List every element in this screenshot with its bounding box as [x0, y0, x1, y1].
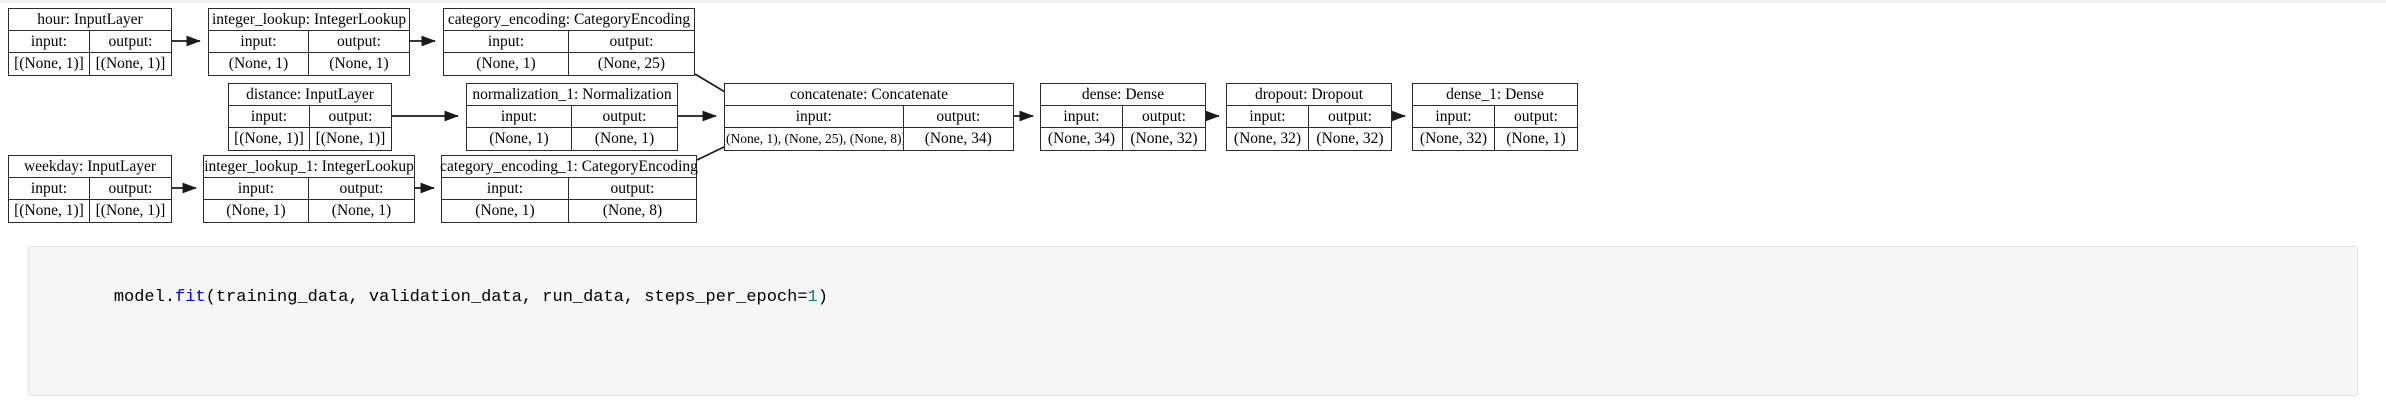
node-distance[interactable]: distance: InputLayer input: output: [(No…	[228, 83, 392, 151]
output-label: output:	[108, 32, 153, 50]
output-shape: [(None, 1)]	[95, 55, 166, 73]
input-shape: [(None, 1)]	[9, 53, 90, 75]
node-title: category_encoding: CategoryEncoding	[444, 9, 694, 31]
input-label: input:	[209, 31, 309, 52]
output-label: output:	[610, 179, 655, 197]
node-dense-1[interactable]: dense_1: Dense input: output: (None, 32)…	[1412, 83, 1578, 151]
node-integer-lookup[interactable]: integer_lookup: IntegerLookup input: out…	[208, 8, 410, 76]
input-shape: (None, 32)	[1413, 128, 1495, 150]
node-hour[interactable]: hour: InputLayer input: output: [(None, …	[8, 8, 172, 76]
output-label: output:	[936, 107, 981, 125]
input-shape: [(None, 1)]	[9, 200, 90, 222]
node-title: normalization_1: Normalization	[467, 84, 677, 106]
node-title: category_encoding_1: CategoryEncoding	[440, 156, 698, 178]
input-label: input:	[9, 178, 90, 199]
code-token-2: (training_data, validation_data, run_dat…	[205, 288, 808, 307]
output-shape: [(None, 1)]	[95, 202, 166, 220]
input-label: input:	[9, 31, 90, 52]
code-cell-panel[interactable]: model.fit(training_data, validation_data…	[28, 246, 2358, 396]
node-integer-lookup-1[interactable]: integer_lookup_1: IntegerLookup input: o…	[203, 155, 415, 223]
output-label: output:	[1328, 107, 1372, 125]
input-label: input:	[467, 106, 572, 127]
code-token-4: )	[817, 288, 828, 307]
output-shape: (None, 34)	[924, 130, 992, 148]
node-title: dense: Dense	[1041, 84, 1205, 106]
output-label: output:	[609, 32, 654, 50]
input-label: input:	[444, 31, 569, 52]
output-shape: (None, 25)	[597, 55, 666, 73]
code-line[interactable]: model.fit(training_data, validation_data…	[73, 269, 828, 326]
input-shape: (None, 34)	[1041, 128, 1123, 150]
input-shape: (None, 1)	[442, 200, 569, 222]
input-shape: [(None, 1)]	[229, 128, 310, 150]
input-label: input:	[442, 178, 569, 199]
input-label: input:	[204, 178, 309, 199]
node-title: weekday: InputLayer	[9, 156, 171, 178]
node-title: distance: InputLayer	[229, 84, 391, 106]
top-divider	[0, 0, 2386, 3]
output-label: output:	[108, 179, 153, 197]
output-shape: (None, 1)	[594, 130, 655, 148]
node-category-encoding-1[interactable]: category_encoding_1: CategoryEncoding in…	[440, 155, 698, 223]
code-token-3: 1	[807, 288, 818, 307]
output-shape: (None, 1)	[1506, 130, 1566, 148]
output-shape: (None, 1)	[329, 55, 389, 73]
node-title: concatenate: Concatenate	[725, 84, 1013, 106]
input-shape: (None, 1)	[204, 200, 309, 222]
input-label: input:	[1227, 106, 1309, 127]
output-shape: (None, 1)	[331, 202, 392, 220]
output-label: output:	[328, 107, 373, 125]
input-shape: (None, 1)	[467, 128, 572, 150]
output-shape: (None, 32)	[1316, 130, 1384, 148]
node-weekday[interactable]: weekday: InputLayer input: output: [(Non…	[8, 155, 172, 223]
output-label: output:	[1142, 107, 1186, 125]
output-shape: (None, 8)	[602, 202, 663, 220]
keras-model-diagram: hour: InputLayer input: output: [(None, …	[8, 8, 1578, 223]
input-shape: [(None, 1), (None, 25), (None, 8)]	[725, 128, 904, 150]
node-title: dense_1: Dense	[1413, 84, 1577, 106]
input-label: input:	[229, 106, 310, 127]
node-dense[interactable]: dense: Dense input: output: (None, 34) (…	[1040, 83, 1206, 151]
input-label: input:	[725, 106, 904, 127]
output-label: output:	[337, 32, 381, 50]
node-title: hour: InputLayer	[9, 9, 171, 31]
node-title: integer_lookup: IntegerLookup	[209, 9, 409, 31]
node-title: dropout: Dropout	[1227, 84, 1391, 106]
output-shape: [(None, 1)]	[315, 130, 386, 148]
input-shape: (None, 32)	[1227, 128, 1309, 150]
output-label: output:	[339, 179, 384, 197]
code-token-1: fit	[175, 288, 206, 307]
input-label: input:	[1413, 106, 1495, 127]
node-concatenate[interactable]: concatenate: Concatenate input: output: …	[724, 83, 1014, 151]
output-shape: (None, 32)	[1130, 130, 1198, 148]
input-shape: (None, 1)	[209, 53, 309, 75]
output-label: output:	[602, 107, 647, 125]
output-label: output:	[1514, 107, 1558, 125]
input-shape: (None, 1)	[444, 53, 569, 75]
node-normalization-1[interactable]: normalization_1: Normalization input: ou…	[466, 83, 678, 151]
code-token-0: model.	[113, 288, 176, 307]
node-dropout[interactable]: dropout: Dropout input: output: (None, 3…	[1226, 83, 1392, 151]
node-title: integer_lookup_1: IntegerLookup	[204, 156, 414, 178]
input-label: input:	[1041, 106, 1123, 127]
node-category-encoding[interactable]: category_encoding: CategoryEncoding inpu…	[443, 8, 695, 76]
